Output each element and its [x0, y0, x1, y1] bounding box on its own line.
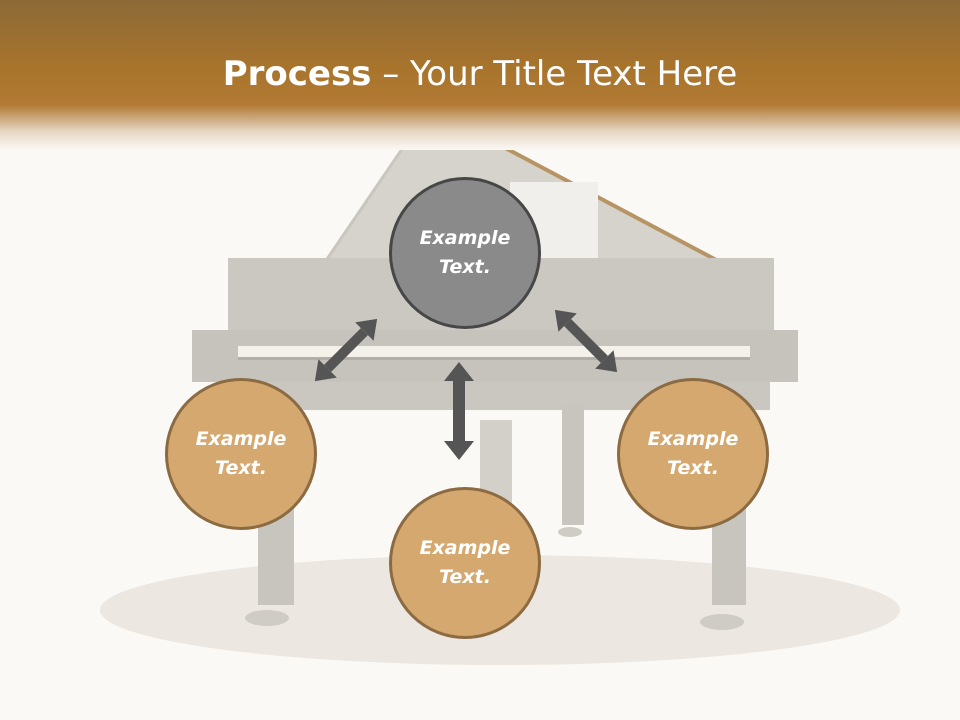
circle-top-text: Example Text.	[419, 227, 511, 278]
process-circle-left: Example Text.	[165, 378, 317, 530]
title-bold: Process	[222, 54, 372, 94]
process-circle-bottom: Example Text.	[389, 487, 541, 639]
circle-right-text: Example Text.	[647, 428, 739, 479]
header-band	[0, 0, 960, 150]
arrow-top-left	[314, 318, 378, 382]
circle-left-text: Example Text.	[195, 428, 287, 479]
page-title: Process – Your Title Text Here	[0, 52, 960, 96]
arrow-vertical	[444, 362, 474, 460]
circle-bottom-text: Example Text.	[419, 537, 511, 588]
title-rest: – Your Title Text Here	[371, 54, 738, 94]
process-circle-top: Example Text.	[389, 177, 541, 329]
arrow-top-right	[554, 309, 618, 373]
process-circle-right: Example Text.	[617, 378, 769, 530]
